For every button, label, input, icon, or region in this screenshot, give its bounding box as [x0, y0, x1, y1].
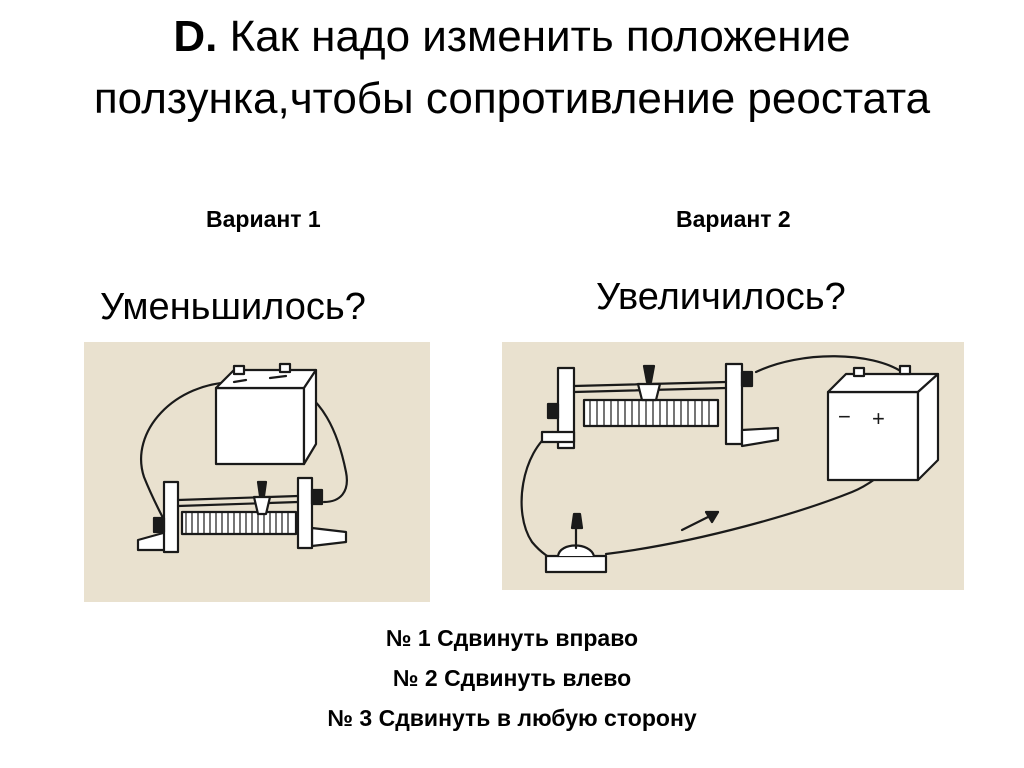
answer-options: № 1 Сдвинуть вправо № 2 Сдвинуть влево №… — [200, 618, 824, 738]
rheostat-left — [136, 476, 348, 554]
title-text: Как надо изменить положение ползунка,что… — [93, 12, 931, 123]
slide-title: D. Как надо изменить положение ползунка,… — [40, 6, 984, 130]
wire-left — [520, 430, 560, 564]
battery-minus-label: − — [838, 404, 851, 429]
circuit-diagram-right: − + — [520, 355, 940, 574]
battery-left — [214, 362, 318, 466]
answer-option-3: № 3 Сдвинуть в любую сторону — [327, 705, 697, 731]
wire-left-loop — [140, 380, 238, 522]
rheostat-figure-right: − + — [502, 342, 964, 590]
answer-option-1: № 1 Сдвинуть вправо — [385, 625, 639, 651]
circuit-diagram-left — [136, 362, 348, 554]
variant-1-label: Вариант 1 — [206, 206, 321, 232]
battery-right — [826, 364, 940, 482]
variant-1-question: Уменьшилось? — [100, 286, 366, 328]
variant-2-label: Вариант 2 — [676, 206, 791, 232]
rheostat-right — [540, 362, 780, 450]
answer-option-2: № 2 Сдвинуть влево — [392, 665, 632, 691]
title-prefix: D. — [173, 12, 218, 61]
battery-plus-label: + — [872, 406, 885, 431]
variant-2-question: Увеличилось? — [596, 276, 846, 318]
switch-right — [544, 512, 608, 574]
wire-top — [754, 355, 904, 374]
rheostat-figure-left — [84, 342, 430, 602]
